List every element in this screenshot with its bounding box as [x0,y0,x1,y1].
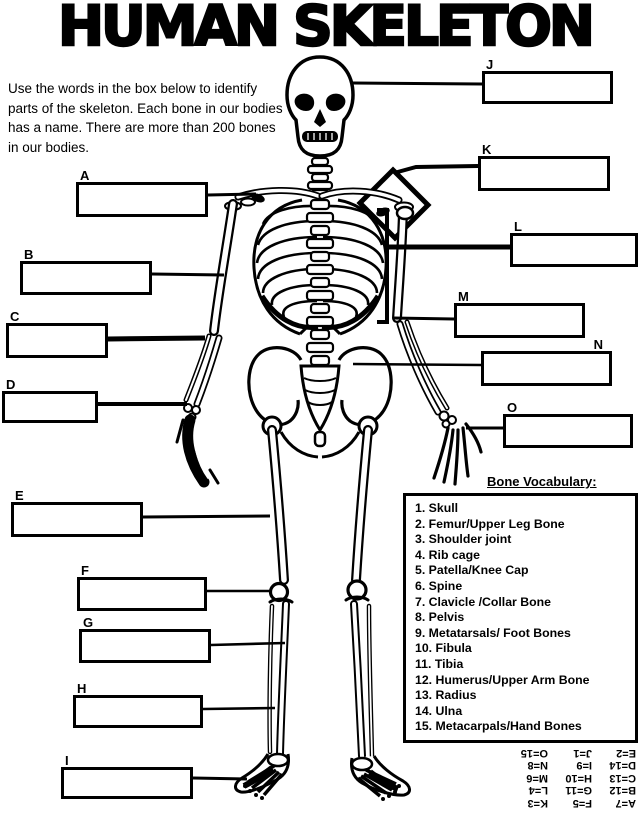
answer-key-row: B=12 G=11 L=4 [528,784,636,797]
spine [305,198,335,393]
label-letter-A: A [80,168,90,183]
connector-g [210,641,286,647]
label-box-M[interactable]: M [454,289,585,338]
label-box-K[interactable]: K [478,142,610,191]
pelvis [247,346,393,459]
label-box-E[interactable]: E [11,488,143,537]
label-box-C[interactable]: C [6,309,108,358]
label-box-O[interactable]: O [503,400,633,448]
connector-e [142,514,271,519]
vocabulary-list: 1. Skull 2. Femur/Upper Leg Bone 3. Shou… [403,493,638,743]
label-box-J[interactable]: J [482,57,613,104]
label-letter-O: O [507,400,518,415]
label-box-B[interactable]: B [20,247,152,295]
vocab-item-8: 8. Pelvis [415,610,465,625]
vocab-item-2: 2. Femur/Upper Leg Bone [415,516,565,531]
label-box-D[interactable]: D [2,377,98,423]
right-arm [392,205,483,486]
shoulder-diamond-marker [356,166,432,242]
connector-c [107,335,206,342]
vocab-item-7: 7. Clavicle /Collar Bone [415,594,551,609]
connector-j [352,81,483,86]
vocab-item-1: 1. Skull [415,501,459,515]
connector-i [192,776,248,781]
label-box-I[interactable]: I [61,753,193,799]
ribcage-bracket [377,208,389,324]
label-box-N[interactable]: N [481,337,612,386]
vocab-item-15: 15. Metacarpals/Hand Bones [415,719,582,734]
connector-b [151,272,225,277]
vocab-item-12: 12. Humerus/Upper Arm Bone [415,672,590,687]
connector-k [393,164,479,175]
label-letter-B: B [24,247,34,262]
connector-m [392,316,455,321]
label-letter-G: G [83,615,94,630]
vocab-item-13: 13. Radius [415,688,477,703]
label-letter-N: N [593,337,603,352]
vocabulary-heading: Bone Vocabulary: [487,474,597,489]
vocab-item-5: 5. Patella/Knee Cap [415,563,529,578]
label-box-L[interactable]: L [510,219,638,267]
label-letter-C: C [10,309,20,324]
page-title: HUMAN SKELETON [57,0,596,59]
label-letter-I: I [65,753,69,768]
label-box-H[interactable]: H [73,681,203,728]
vocab-item-11: 11. Tibia [415,656,464,671]
skull [285,55,355,158]
left-foot [234,752,290,800]
vocab-item-9: 9. Metatarsals/ Foot Bones [415,625,571,640]
label-box-G[interactable]: G [79,615,211,663]
label-box-F[interactable]: F [77,563,207,611]
connector-a [207,192,257,197]
vocab-item-4: 4. Rib cage [415,547,480,562]
neck-vertebrae [306,156,334,199]
label-letter-E: E [15,488,24,503]
label-letter-L: L [514,219,522,234]
label-letter-F: F [81,563,89,578]
vocab-item-3: 3. Shoulder joint [415,532,512,547]
label-box-A[interactable]: A [76,168,208,217]
label-letter-J: J [486,57,494,72]
vocab-item-10: 10. Fibula [415,641,472,656]
answer-key-row: A=7 F=5 K=3 [527,796,637,809]
answer-key-row: D=14 I=9 N=8 [527,759,637,772]
answer-key: A=7 F=5 K=3 B=12 G=11 L=4 C=13 H=10 M=6 … [504,746,636,809]
answer-key-row: C=13 H=10 M=6 [526,771,636,784]
left-arm [175,199,238,488]
answer-key-row: E=2 J=1 O=15 [520,746,636,759]
connector-h [202,706,276,711]
vocab-item-6: 6. Spine [415,578,463,593]
label-letter-K: K [482,142,492,157]
clavicles [224,187,414,217]
label-letter-D: D [6,377,16,392]
connector-n [352,362,482,367]
legs [267,425,375,760]
label-letter-H: H [77,681,87,696]
label-letter-M: M [458,289,469,304]
instructions-text: Use the words in the box below to identi… [8,81,283,155]
vocab-item-14: 14. Ulna [415,703,463,718]
rib-cage [252,198,388,336]
right-foot [350,755,411,801]
